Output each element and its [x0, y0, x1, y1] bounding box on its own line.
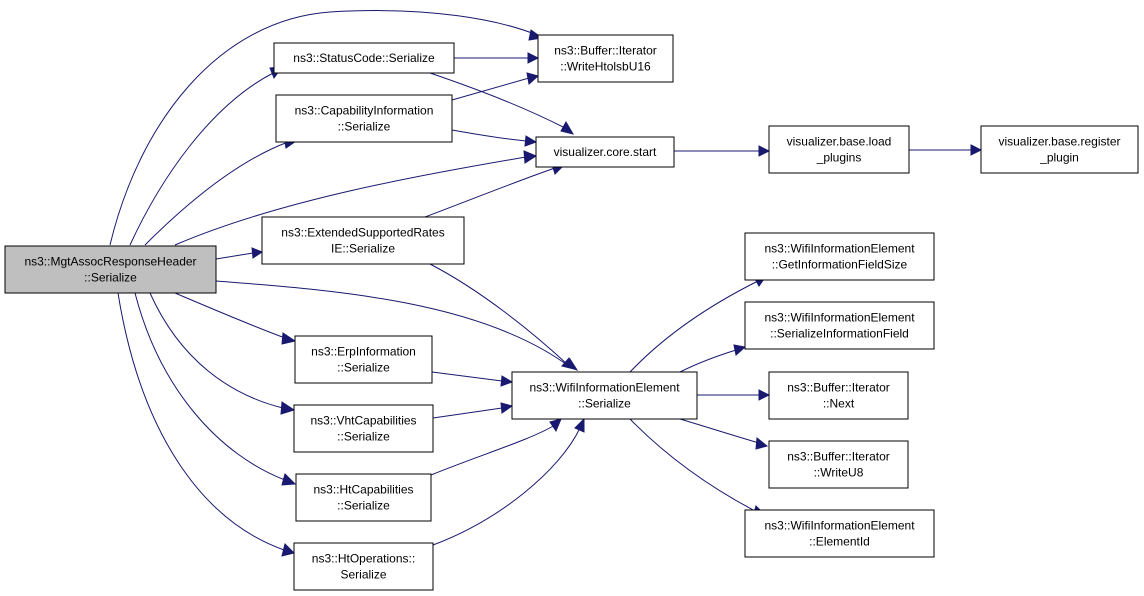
node-register-plugin[interactable]: visualizer.base.register _plugin	[980, 125, 1139, 174]
node-wie-serialize[interactable]: ns3::WifiInformationElement::Serialize	[511, 371, 698, 420]
node-label-line: ::WriteHtolsbU16	[560, 60, 651, 74]
node-load-plugins[interactable]: visualizer.base.load _plugins	[768, 125, 910, 174]
edge-wie-serialize-to-element-id	[629, 418, 768, 517]
edge-root-to-status-code	[129, 66, 284, 246]
edge-capability-info-to-write-htolsb	[451, 72, 540, 101]
node-core-start[interactable]: visualizer.core.start	[535, 136, 675, 168]
edge-root-to-ht-ops	[117, 292, 295, 557]
node-label-line: ::Serialize	[338, 120, 391, 134]
edge-status-code-to-write-htolsb	[454, 52, 540, 64]
node-label-line: ns3::CapabilityInformation	[295, 104, 434, 118]
edge-root-to-ht-caps	[134, 292, 297, 486]
edge-load-plugins-to-register-plugin	[909, 144, 983, 156]
node-status-code[interactable]: ns3::StatusCode::Serialize	[273, 42, 455, 74]
node-label-line: ::WriteU8	[814, 466, 864, 480]
node-label-line: ns3::StatusCode::Serialize	[293, 51, 435, 65]
edge-ext-supported-rates-to-wie-serialize	[429, 263, 575, 370]
node-label-line: _plugin	[1039, 151, 1079, 165]
node-label-line: ns3::WifiInformationElement	[529, 381, 680, 395]
node-label-line: ::Serialize	[578, 397, 631, 411]
node-label-line: ::Serialize	[84, 271, 137, 285]
edge-root-to-vht-caps	[149, 292, 296, 415]
node-iter-next[interactable]: ns3::Buffer::Iterator::Next	[768, 371, 909, 420]
node-write-htolsb[interactable]: ns3::Buffer::Iterator::WriteHtolsbU16	[537, 34, 674, 83]
node-label-line: ns3::MgtAssocResponseHeader	[24, 255, 196, 269]
node-erp-info[interactable]: ns3::ErpInformation::Serialize	[294, 335, 433, 384]
edge-wie-serialize-to-serialize-field	[679, 344, 747, 373]
node-root[interactable]: ns3::MgtAssocResponseHeader::Serialize	[4, 245, 217, 294]
edge-ext-supported-rates-to-core-start	[424, 163, 565, 218]
node-label-line: ns3::ErpInformation	[311, 345, 416, 359]
node-label-line: ns3::HtOperations::	[312, 552, 415, 566]
edges-layer	[109, 10, 983, 557]
node-capability-info[interactable]: ns3::CapabilityInformation::Serialize	[275, 94, 453, 143]
node-label-line: _plugins	[816, 151, 862, 165]
node-label-line: ::ElementId	[809, 535, 870, 549]
node-label-line: ::Serialize	[337, 430, 390, 444]
node-label-line: ns3::Buffer::Iterator	[787, 450, 890, 464]
node-label-line: IE::Serialize	[331, 242, 395, 256]
node-label-line: ns3::WifiInformationElement	[764, 311, 915, 325]
node-label-line: ns3::Buffer::Iterator	[554, 44, 657, 58]
edge-wie-serialize-to-iter-writeu8	[679, 418, 769, 450]
edge-capability-info-to-core-start	[451, 129, 538, 147]
node-label-line: Serialize	[340, 568, 386, 582]
edge-root-to-ext-supported-rates	[215, 247, 264, 260]
edge-ht-caps-to-wie-serialize	[430, 418, 562, 476]
edge-wie-serialize-to-iter-next	[697, 389, 771, 401]
node-label-line: visualizer.base.load	[787, 135, 892, 149]
edge-root-to-core-start	[174, 150, 538, 246]
edge-vht-caps-to-wie-serialize	[432, 402, 514, 419]
node-iter-writeu8[interactable]: ns3::Buffer::Iterator::WriteU8	[768, 440, 909, 489]
node-label-line: ::Serialize	[337, 499, 390, 513]
node-label-line: ::GetInformationFieldSize	[772, 258, 908, 272]
node-serialize-field[interactable]: ns3::WifiInformationElement::SerializeIn…	[744, 301, 935, 350]
nodes-layer: ns3::MgtAssocResponseHeader::Serializens…	[4, 34, 1139, 591]
node-label-line: ns3::Buffer::Iterator	[787, 381, 890, 395]
node-label-line: ns3::WifiInformationElement	[764, 242, 915, 256]
node-ht-caps[interactable]: ns3::HtCapabilities::Serialize	[295, 473, 432, 522]
edge-status-code-to-core-start	[429, 72, 575, 135]
edge-erp-info-to-wie-serialize	[431, 371, 514, 387]
node-label-line: ::SerializeInformationField	[770, 327, 909, 341]
node-vht-caps[interactable]: ns3::VhtCapabilities::Serialize	[293, 404, 434, 453]
node-element-id[interactable]: ns3::WifiInformationElement::ElementId	[744, 509, 935, 558]
edge-ht-ops-to-wie-serialize	[432, 417, 585, 546]
node-label-line: ns3::ExtendedSupportedRates	[281, 226, 444, 240]
node-label-line: ns3::HtCapabilities	[313, 483, 413, 497]
edge-core-start-to-load-plugins	[674, 145, 771, 157]
node-label-line: ns3::WifiInformationElement	[764, 519, 915, 533]
node-label-line: ::Next	[823, 397, 855, 411]
node-label-line: ns3::VhtCapabilities	[310, 414, 416, 428]
node-get-field-size[interactable]: ns3::WifiInformationElement::GetInformat…	[744, 232, 935, 281]
node-label-line: visualizer.core.start	[554, 145, 657, 159]
node-ht-ops[interactable]: ns3::HtOperations::Serialize	[293, 542, 434, 591]
node-label-line: ::Serialize	[337, 361, 390, 375]
edge-root-to-erp-info	[174, 292, 297, 345]
node-label-line: visualizer.base.register	[998, 135, 1120, 149]
